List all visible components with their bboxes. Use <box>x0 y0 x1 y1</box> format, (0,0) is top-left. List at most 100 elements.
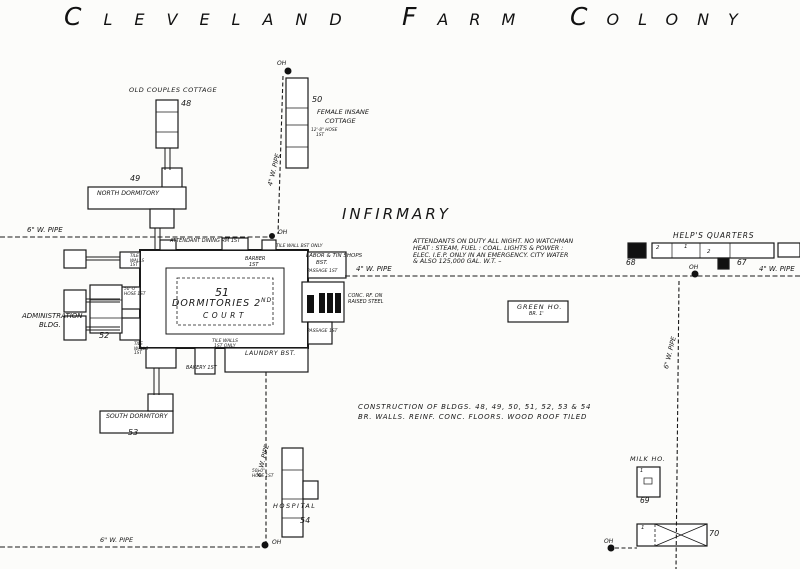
attendants-note: ATTENDANTS ON DUTY ALL NIGHT. NO WATCHMA… <box>413 238 574 266</box>
building-68-outline <box>627 242 647 259</box>
building-54-label: HOSPITAL <box>273 502 317 510</box>
building-51-court-label: COURT <box>203 311 247 320</box>
pipe-label-6in-south: 6" W. PIPE <box>100 536 134 544</box>
building-51-west-wing <box>63 249 87 269</box>
building-69-number: 69 <box>640 496 650 505</box>
pipe-4in-vertical-north <box>277 75 284 235</box>
hydrant-dot-center <box>269 233 275 239</box>
buildings-layer <box>63 77 800 547</box>
passage-note-lower: PASSAGE 1ST <box>307 329 338 334</box>
hydrant-dot-north <box>284 67 292 75</box>
building-50-number: 50 <box>312 95 323 104</box>
building-50-outline <box>285 77 309 169</box>
building-49-outline <box>87 186 187 210</box>
building-70-number: 70 <box>709 529 720 538</box>
pipe-label-4in-center: 4" W. PIPE <box>356 265 392 273</box>
hydrant-dots <box>261 67 699 552</box>
building-48-label: OLD COUPLES COTTAGE <box>129 86 218 94</box>
construction-note-line2: BR. WALLS. REINF. CONC. FLOORS. WOOD ROO… <box>358 412 588 421</box>
conc-roof-note-line1: CONC. RF. ON <box>348 293 383 299</box>
hose-note-cottage50-line2: 1ST <box>316 133 325 138</box>
building-70-floor-mark: 1 <box>641 525 645 531</box>
oh-label-north: OH <box>277 60 287 67</box>
construction-note: CONSTRUCTION OF BLDGS. 48, 49, 50, 51, 5… <box>358 403 591 422</box>
building-51-label-sup: ND. <box>261 298 275 304</box>
building-48-outline <box>155 99 179 149</box>
building-53-wing <box>147 393 174 412</box>
bakery-note: BAKERY 1ST <box>186 365 217 371</box>
tile-wall-bst-note: TILE WALL BST ONLY <box>276 244 323 249</box>
building-49-number: 49 <box>130 174 141 183</box>
building-52-label-line2: BLDG. <box>39 321 61 329</box>
oh-label-south: OH <box>272 539 282 546</box>
attendants-note-line1: ATTENDANTS ON DUTY ALL NIGHT. NO WATCHMA… <box>413 238 574 245</box>
tile-walls-only-note-line2: 1ST ONLY <box>214 344 236 349</box>
building-51-label-text: DORMITORIES 2 <box>172 298 262 310</box>
title-word-cleveland: CLEVELAND <box>64 2 364 31</box>
hose-note-cottage50-line1: 12'-8" HOSE <box>311 128 338 133</box>
building-67-outline <box>651 242 775 259</box>
building-50-label-line2: COTTAGE <box>325 117 356 125</box>
helps-floor-mark-b: 1 <box>684 244 688 250</box>
pipe-6in-vertical-east <box>675 280 680 569</box>
hose-note-hospital-line1: 50'-0" <box>252 469 265 474</box>
greenhouse-outline <box>507 300 569 323</box>
building-49-label: NORTH DORMITORY <box>97 190 160 197</box>
tile-walls-only-note-line1: TILE WALLS <box>212 339 239 344</box>
tile-walls-note-upper: TILE WALLS 1ST <box>130 253 145 268</box>
title-word-colony: COLONY <box>570 2 757 31</box>
helps-quarters-label: HELP'S QUARTERS <box>673 231 755 240</box>
building-69-floor-mark: 1 <box>640 468 644 474</box>
barber-note-line1: BARBER <box>245 256 266 262</box>
building-51-shops <box>307 251 347 279</box>
hose-note-hospital-line2: HOSE 1ST <box>252 474 274 479</box>
laundry-note: LAUNDRY BST. <box>245 350 296 357</box>
building-51-number: 51 <box>215 286 229 299</box>
barber-note-line2: 1ST <box>249 262 259 268</box>
building-48-number: 48 <box>181 99 192 108</box>
labor-tin-shops-note-line1: LABOR & TIN SHOPS <box>306 253 363 259</box>
building-67-number: 67 <box>737 258 747 267</box>
hydrant-dot-southeast <box>607 544 615 552</box>
hydrant-dot-south <box>261 541 269 549</box>
oh-label-east: OH <box>689 264 699 271</box>
helps-floor-mark-a: 2 <box>656 245 660 251</box>
construction-note-line1: CONSTRUCTION OF BLDGS. 48, 49, 50, 51, 5… <box>358 403 592 411</box>
building-68-number: 68 <box>626 258 636 267</box>
pipe-label-4in-east: 4" W. PIPE <box>759 265 795 273</box>
attendant-dining-note: ATTENDANT DINING RM 1ST <box>170 238 241 244</box>
greenhouse-label: GREEN HO. <box>517 303 563 311</box>
tile-walls-note-lower: TILE WALLS 1ST <box>134 341 149 356</box>
building-53-outline <box>99 410 174 434</box>
building-49-annex <box>149 208 175 229</box>
building-53-number: 53 <box>128 428 139 437</box>
attendants-note-line4: & ALSO 125,000 GAL. W.T. – <box>413 258 502 266</box>
building-51-bakery <box>194 347 216 375</box>
building-53-label: SOUTH DORMITORY <box>106 413 168 420</box>
pipe-label-6in-north: 6" W. PIPE <box>27 226 63 234</box>
building-49-wing <box>161 167 183 189</box>
building-70-outline <box>636 523 708 547</box>
building-52-label-line1: ADMINISTRATION <box>22 312 83 320</box>
building-52-number: 52 <box>99 331 110 340</box>
boiler-bars <box>307 293 341 313</box>
passage-note-upper: PASSAGE 1ST <box>307 269 338 274</box>
corridors-layer <box>86 148 171 395</box>
building-54-number: 54 <box>300 516 311 525</box>
helps-floor-mark-c: 2 <box>707 249 711 255</box>
building-51-court <box>165 267 285 335</box>
building-52-outline <box>89 284 123 334</box>
oh-label-southeast: OH <box>604 538 614 545</box>
infirmary-heading: INFIRMARY <box>342 205 451 223</box>
greenhouse-sublabel: BR. 1' <box>529 311 544 317</box>
building-69-label: MILK HO. <box>630 455 666 463</box>
building-50-label-line1: FEMALE INSANE <box>317 108 370 116</box>
oh-label-center: OH <box>278 229 288 236</box>
building-51-label: DORMITORIES 2ND. <box>172 298 275 309</box>
attendants-note-line3: ELEC. I.E.P. ONLY IN AN EMERGENCY. CITY … <box>413 251 569 259</box>
water-pipes-layer <box>0 75 800 569</box>
title-word-farm: FARM <box>402 2 537 31</box>
building-51-laundry <box>224 347 309 373</box>
hose-note-admin-line1: 50'-0" <box>124 287 137 292</box>
